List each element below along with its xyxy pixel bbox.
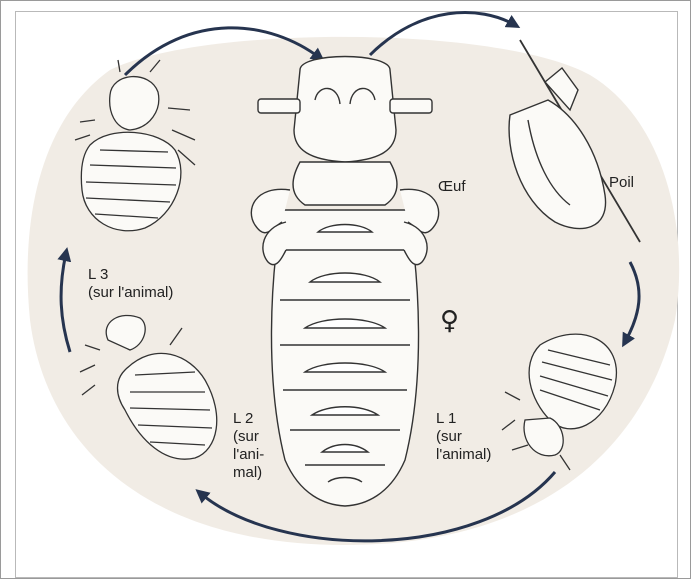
l3-label: L 3 (sur l'animal) bbox=[88, 266, 173, 302]
hair-label: Poil bbox=[609, 174, 634, 192]
egg-label: Œuf bbox=[438, 178, 466, 196]
l1-label: L 1 (sur l'animal) bbox=[436, 410, 491, 464]
female-symbol: ♀ bbox=[440, 308, 459, 334]
l2-label: L 2 (sur l'ani- mal) bbox=[233, 410, 264, 482]
